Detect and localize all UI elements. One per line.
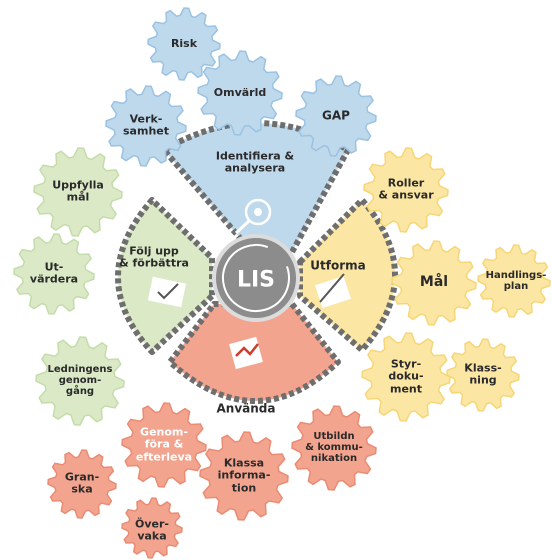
petal-followup (115, 197, 215, 355)
gear-overvaka (121, 497, 183, 559)
gear-klassning (446, 338, 520, 412)
gear-genomfora (121, 402, 207, 488)
gear-mal (391, 240, 477, 326)
gear-styrdokument (361, 332, 451, 422)
gear-label-utbildn: Utbildn & kommu- nikation (305, 431, 363, 465)
gear-label-overvaka: Över- vaka (135, 517, 169, 543)
gear-uppfylla (33, 147, 123, 237)
gear-handlingsplan (477, 244, 551, 318)
gear-klassa (199, 431, 289, 521)
magnifier-icon (234, 198, 272, 235)
phase-followup-label: Följ upp & förbättra (119, 244, 189, 270)
gear-label-handlingsplan: Handlings- plan (485, 269, 547, 292)
gear-utbildn (291, 405, 377, 491)
gear-label-omvarld: Omvärld (213, 85, 267, 99)
gear-label-gap: GAP (322, 108, 350, 123)
gear-roller (363, 147, 449, 233)
gear-label-ledning: Ledningens genom- gång (47, 364, 113, 398)
phase-illustrations (147, 198, 351, 370)
phase-use-label: Använda (216, 401, 276, 416)
center-label: LIS (236, 267, 276, 293)
document-icon (229, 336, 263, 370)
gear-gap (295, 75, 377, 157)
gear-label-genomfora: Genom- föra & efterleva (135, 425, 193, 464)
gear-label-klassning: Klass- ning (464, 361, 502, 387)
gear-label-verksamhet: Verk- samhet (123, 112, 169, 138)
gear-omvarld (197, 50, 283, 136)
gear-granska (47, 449, 117, 519)
gear-label-mal: Mål (419, 274, 449, 291)
gear-label-utvardera: Ut- värdera (29, 260, 79, 286)
phase-design-label: Utforma (310, 258, 366, 273)
gear-ledning (35, 336, 125, 426)
gear-label-uppfylla: Uppfylla mål (52, 178, 104, 204)
gear-risk (147, 7, 221, 81)
gear-verksamhet (105, 85, 187, 167)
gear-label-styrdokument: Styr- doku- ment (388, 357, 424, 396)
gear-group (13, 7, 551, 559)
gear-label-klassa: Klassa informa- tion (217, 456, 271, 495)
gear-label-granska: Gran- ska (64, 470, 100, 496)
gear-label-risk: Risk (170, 36, 198, 50)
gear-utvardera (13, 233, 95, 315)
pen-paper-icon (315, 273, 351, 309)
checklist-icon (147, 276, 187, 308)
gear-label-roller: Roller & ansvar (378, 176, 434, 202)
center-hub (212, 234, 300, 322)
phase-identify-label: Identifiera & analysera (215, 149, 295, 175)
